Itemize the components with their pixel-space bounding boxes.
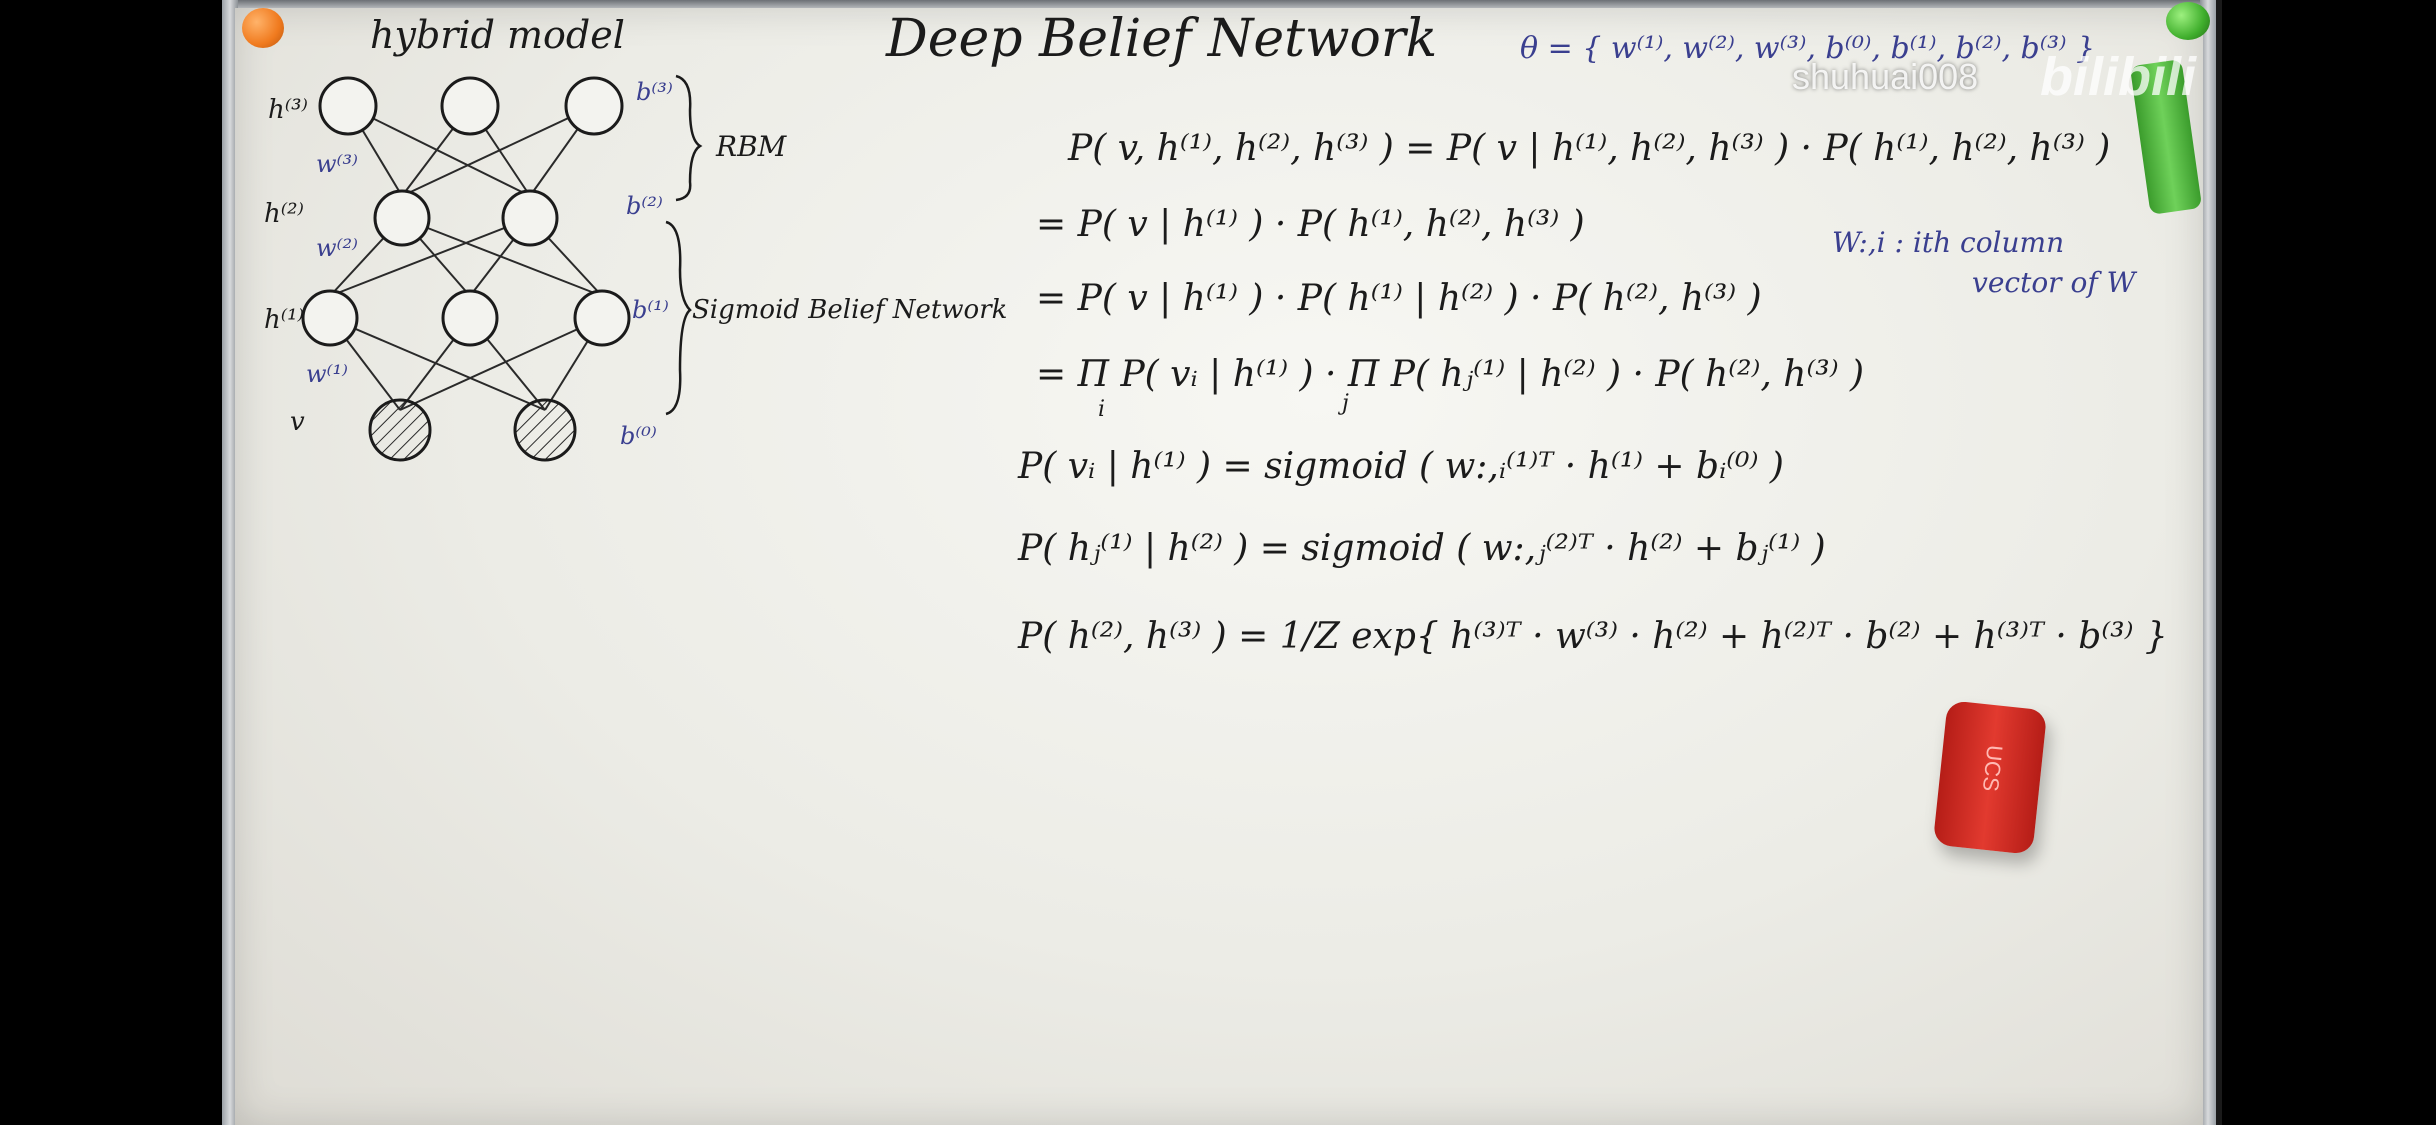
parameter-set: θ = { w⁽¹⁾, w⁽²⁾, w⁽³⁾, b⁽⁰⁾, b⁽¹⁾, b⁽²⁾…: [1520, 31, 2095, 66]
rbm-brace: [675, 74, 703, 202]
node-h2-1: [373, 189, 431, 247]
label-b1: b⁽¹⁾: [632, 296, 669, 324]
sbn-brace: [665, 220, 692, 416]
diagram-title: hybrid model: [370, 13, 625, 57]
board-edge: [222, 0, 2216, 10]
orange-magnet: [242, 8, 284, 48]
equation-3: = P( v | h⁽¹⁾ ) · P( h⁽¹⁾ | h⁽²⁾ ) · P( …: [1036, 278, 1762, 319]
bilibili-logo: bilibili: [2040, 47, 2196, 107]
board-title: Deep Belief Network: [885, 9, 1437, 69]
node-h3-2: [440, 76, 500, 136]
board-edge: [222, 0, 238, 1125]
side-note-line-1: W:,i : ith column: [1832, 226, 2064, 259]
node-h3-3: [564, 76, 624, 136]
product-subscript-i: i: [1098, 397, 1105, 422]
sbn-label: Sigmoid Belief Network: [692, 295, 1007, 325]
label-h1: h⁽¹⁾: [264, 305, 304, 335]
label-b2: b⁽²⁾: [626, 192, 663, 220]
node-h1-3: [573, 289, 631, 347]
label-h3: h⁽³⁾: [268, 95, 308, 125]
network-edges: [329, 105, 603, 411]
label-b0: b⁽⁰⁾: [620, 422, 657, 450]
eraser-brand: UCS: [1977, 743, 2008, 793]
equation-6: P( hⱼ⁽¹⁾ | h⁽²⁾ ) = sigmoid ( w:,ⱼ⁽²⁾ᵀ ·…: [1017, 528, 1826, 569]
equation-4: = Π P( vᵢ | h⁽¹⁾ ) · Π P( hⱼ⁽¹⁾ | h⁽²⁾ )…: [1036, 354, 1864, 395]
label-w3: w⁽³⁾: [316, 150, 358, 178]
channel-watermark: shuhuai008: [1792, 56, 1979, 97]
equation-7: P( h⁽²⁾, h⁽³⁾ ) = 1/Z exp{ h⁽³⁾ᵀ · w⁽³⁾ …: [1017, 616, 2168, 657]
node-v-2: [513, 398, 577, 462]
node-h1-2: [441, 289, 499, 347]
board-edge: [2200, 0, 2216, 1125]
side-note-line-2: vector of W: [1972, 266, 2138, 299]
label-w2: w⁽²⁾: [316, 234, 358, 262]
node-h2-2: [501, 189, 559, 247]
label-w1: w⁽¹⁾: [306, 360, 348, 388]
label-b3: b⁽³⁾: [636, 78, 673, 106]
label-h2: h⁽²⁾: [264, 199, 304, 229]
red-eraser: UCS: [1932, 700, 2048, 855]
node-h3-1: [318, 76, 378, 136]
equation-2: = P( v | h⁽¹⁾ ) · P( h⁽¹⁾, h⁽²⁾, h⁽³⁾ ): [1036, 204, 1585, 245]
node-v-1: [368, 398, 432, 462]
whiteboard: [235, 8, 2203, 1125]
node-h1-1: [301, 289, 359, 347]
label-v: v: [290, 407, 305, 437]
equation-5: P( vᵢ | h⁽¹⁾ ) = sigmoid ( w:,ᵢ⁽¹⁾ᵀ · h⁽…: [1017, 446, 1784, 487]
equation-1: P( v, h⁽¹⁾, h⁽²⁾, h⁽³⁾ ) = P( v | h⁽¹⁾, …: [1067, 128, 2110, 169]
green-magnet: [2166, 2, 2210, 40]
rbm-label: RBM: [715, 130, 788, 163]
